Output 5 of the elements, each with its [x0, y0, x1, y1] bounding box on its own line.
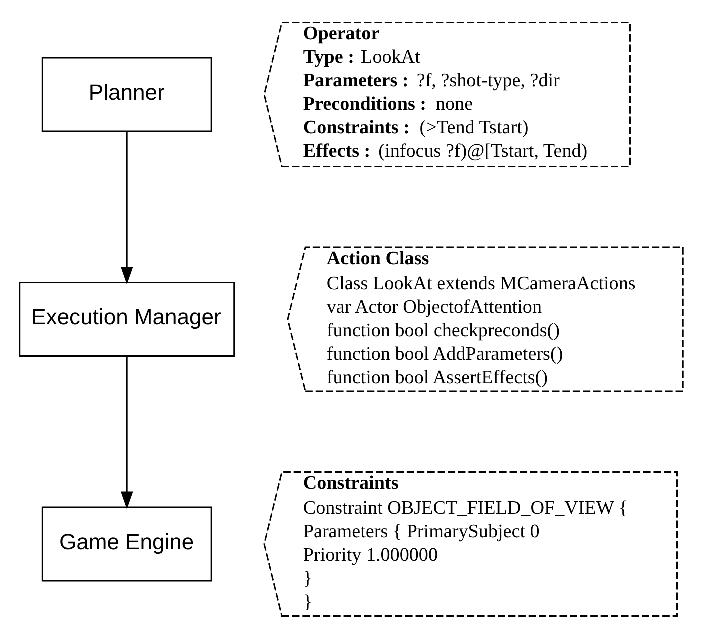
arrow [120, 132, 133, 285]
node-box: Execution Manager [18, 282, 235, 357]
node-box: Game Engine [41, 506, 212, 582]
arrow [120, 356, 133, 510]
node-box: Planner [41, 57, 212, 132]
